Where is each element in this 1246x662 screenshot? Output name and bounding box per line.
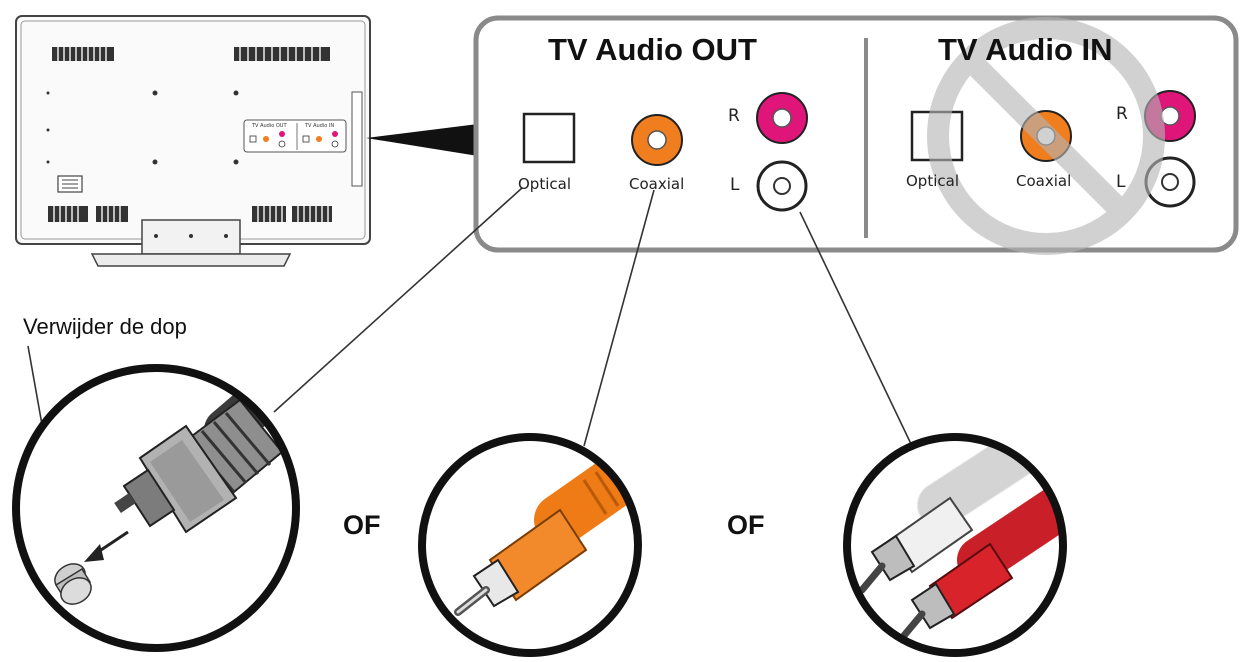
tv-audio-in-title: TV Audio IN — [938, 32, 1113, 67]
left-out-label: L — [730, 175, 740, 195]
remove-cap-caption: Verwijder de dop — [23, 314, 187, 339]
right-out-label: R — [728, 106, 740, 126]
rca-cable-closeup — [843, 433, 1067, 657]
rca-left-out-port — [756, 160, 808, 212]
zoom-pointer — [366, 124, 478, 156]
or-separator-2: OF — [727, 510, 765, 540]
optical-out-port — [522, 112, 576, 164]
mini-out-title: TV Audio OUT — [252, 123, 287, 129]
tv-audio-out-title: TV Audio OUT — [548, 32, 757, 67]
optical-out-label: Optical — [518, 175, 571, 193]
left-in-label: L — [1116, 172, 1126, 192]
right-in-label: R — [1116, 104, 1128, 124]
optical-in-label: Optical — [906, 172, 959, 190]
rca-right-out-port — [756, 92, 808, 144]
or-separator-1: OF — [343, 510, 381, 540]
coaxial-out-label: Coaxial — [629, 175, 685, 193]
coaxial-cable-closeup — [418, 433, 642, 657]
tv-back-illustration — [15, 15, 371, 267]
coaxial-in-label: Coaxial — [1016, 172, 1072, 190]
audio-panel — [473, 15, 1239, 253]
mini-in-title: TV Audio IN — [305, 123, 335, 129]
optical-cable-closeup — [12, 364, 300, 652]
coaxial-out-port — [631, 114, 683, 166]
dust-cap — [54, 563, 92, 605]
prohibited-icon — [927, 17, 1165, 255]
